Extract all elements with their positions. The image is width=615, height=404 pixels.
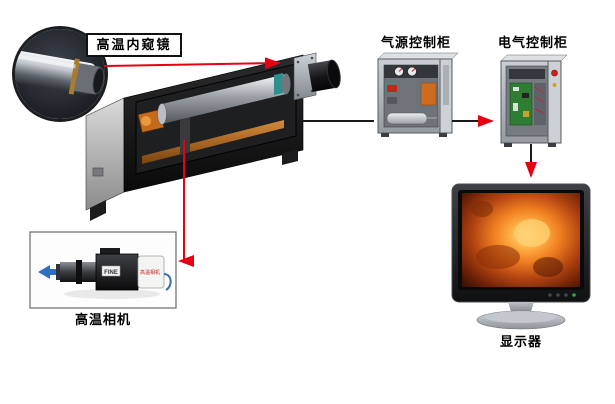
machine-rail [142, 120, 284, 164]
flange-bolt [296, 93, 300, 97]
gray-valve [387, 97, 397, 104]
machine-motor-hub [141, 116, 151, 126]
camera-body-text: 高温相机 [140, 269, 160, 276]
machine-foot-left [90, 200, 106, 221]
door-panel-detail [443, 65, 449, 105]
monitor-button [548, 293, 552, 297]
machine-bracket [180, 117, 190, 155]
red-button [551, 69, 558, 77]
camera-brand-text: FINE [104, 270, 118, 276]
tube-right-cap [281, 73, 291, 95]
monitor [451, 183, 591, 330]
furnace-machine [85, 52, 341, 221]
cabinet-foot [504, 143, 512, 147]
gauge-needle [411, 68, 416, 72]
flange-bolt [296, 60, 300, 64]
monitor-button [564, 293, 568, 297]
lens-front-cap [56, 264, 62, 280]
electric-control-cabinet [500, 54, 568, 147]
flange-bolt [310, 56, 314, 60]
camera-cable [163, 273, 172, 291]
air-tank [386, 112, 428, 125]
endoscope-label: 高温内窥镜 [86, 33, 182, 57]
gas-control-cabinet [377, 52, 459, 137]
pcb-chip [513, 103, 518, 111]
brand-plate [101, 265, 121, 277]
connection-lines [103, 57, 537, 267]
cabinet-foot [548, 143, 556, 147]
furnace-dark-blob [476, 245, 520, 269]
lens-ring [76, 260, 82, 284]
photo-ring [12, 26, 108, 122]
machine-teal-ring [274, 73, 283, 95]
monitor-label: 显示器 [499, 334, 542, 349]
camera-label: 高温相机 [74, 312, 131, 327]
machine-left-face [85, 97, 125, 211]
furnace-dark-blob [471, 201, 493, 217]
camera-rear-housing [137, 255, 165, 289]
endoscope-probe-image [15, 49, 105, 95]
orange-valve-unit [420, 82, 437, 106]
wires [534, 86, 545, 114]
tube-left-cap [157, 103, 167, 125]
cabinet-top-face [377, 52, 459, 60]
electric-cabinet-label: 电气控制柜 [497, 35, 568, 50]
gas-cabinet-label: 气源控制柜 [380, 35, 451, 50]
cabinet-foot [381, 133, 389, 137]
pcb-chip [523, 111, 529, 117]
monitor-base-top [485, 311, 557, 323]
power-led [572, 293, 576, 297]
machine-camera-tube [162, 74, 286, 124]
red-valve [387, 85, 397, 92]
wiring-duct [534, 83, 546, 125]
furnace-hotspot [514, 219, 550, 247]
amber-indicator [552, 83, 557, 87]
monitor-button [556, 293, 560, 297]
machine-foot-right [282, 149, 298, 165]
blue-direction-arrow-icon [38, 265, 60, 279]
cabinet-upper-unit [509, 69, 545, 79]
furnace-dark-blob [533, 257, 563, 277]
endoscope-to-machine-line [103, 57, 281, 70]
cabinet-top-face [500, 54, 568, 62]
pcb-chip [522, 93, 529, 98]
camera-photo-box: FINE 高温相机 [29, 231, 177, 309]
machine-side-box [92, 167, 104, 177]
gauge-needle [398, 68, 403, 72]
pcb-chip [513, 87, 519, 91]
machine-to-camera-line [178, 140, 194, 267]
camera-shadow [64, 289, 160, 299]
cabinet-foot [439, 133, 447, 137]
lens-barrel [307, 59, 341, 92]
endoscope-photo [12, 26, 108, 122]
camera-top-block [100, 248, 120, 255]
